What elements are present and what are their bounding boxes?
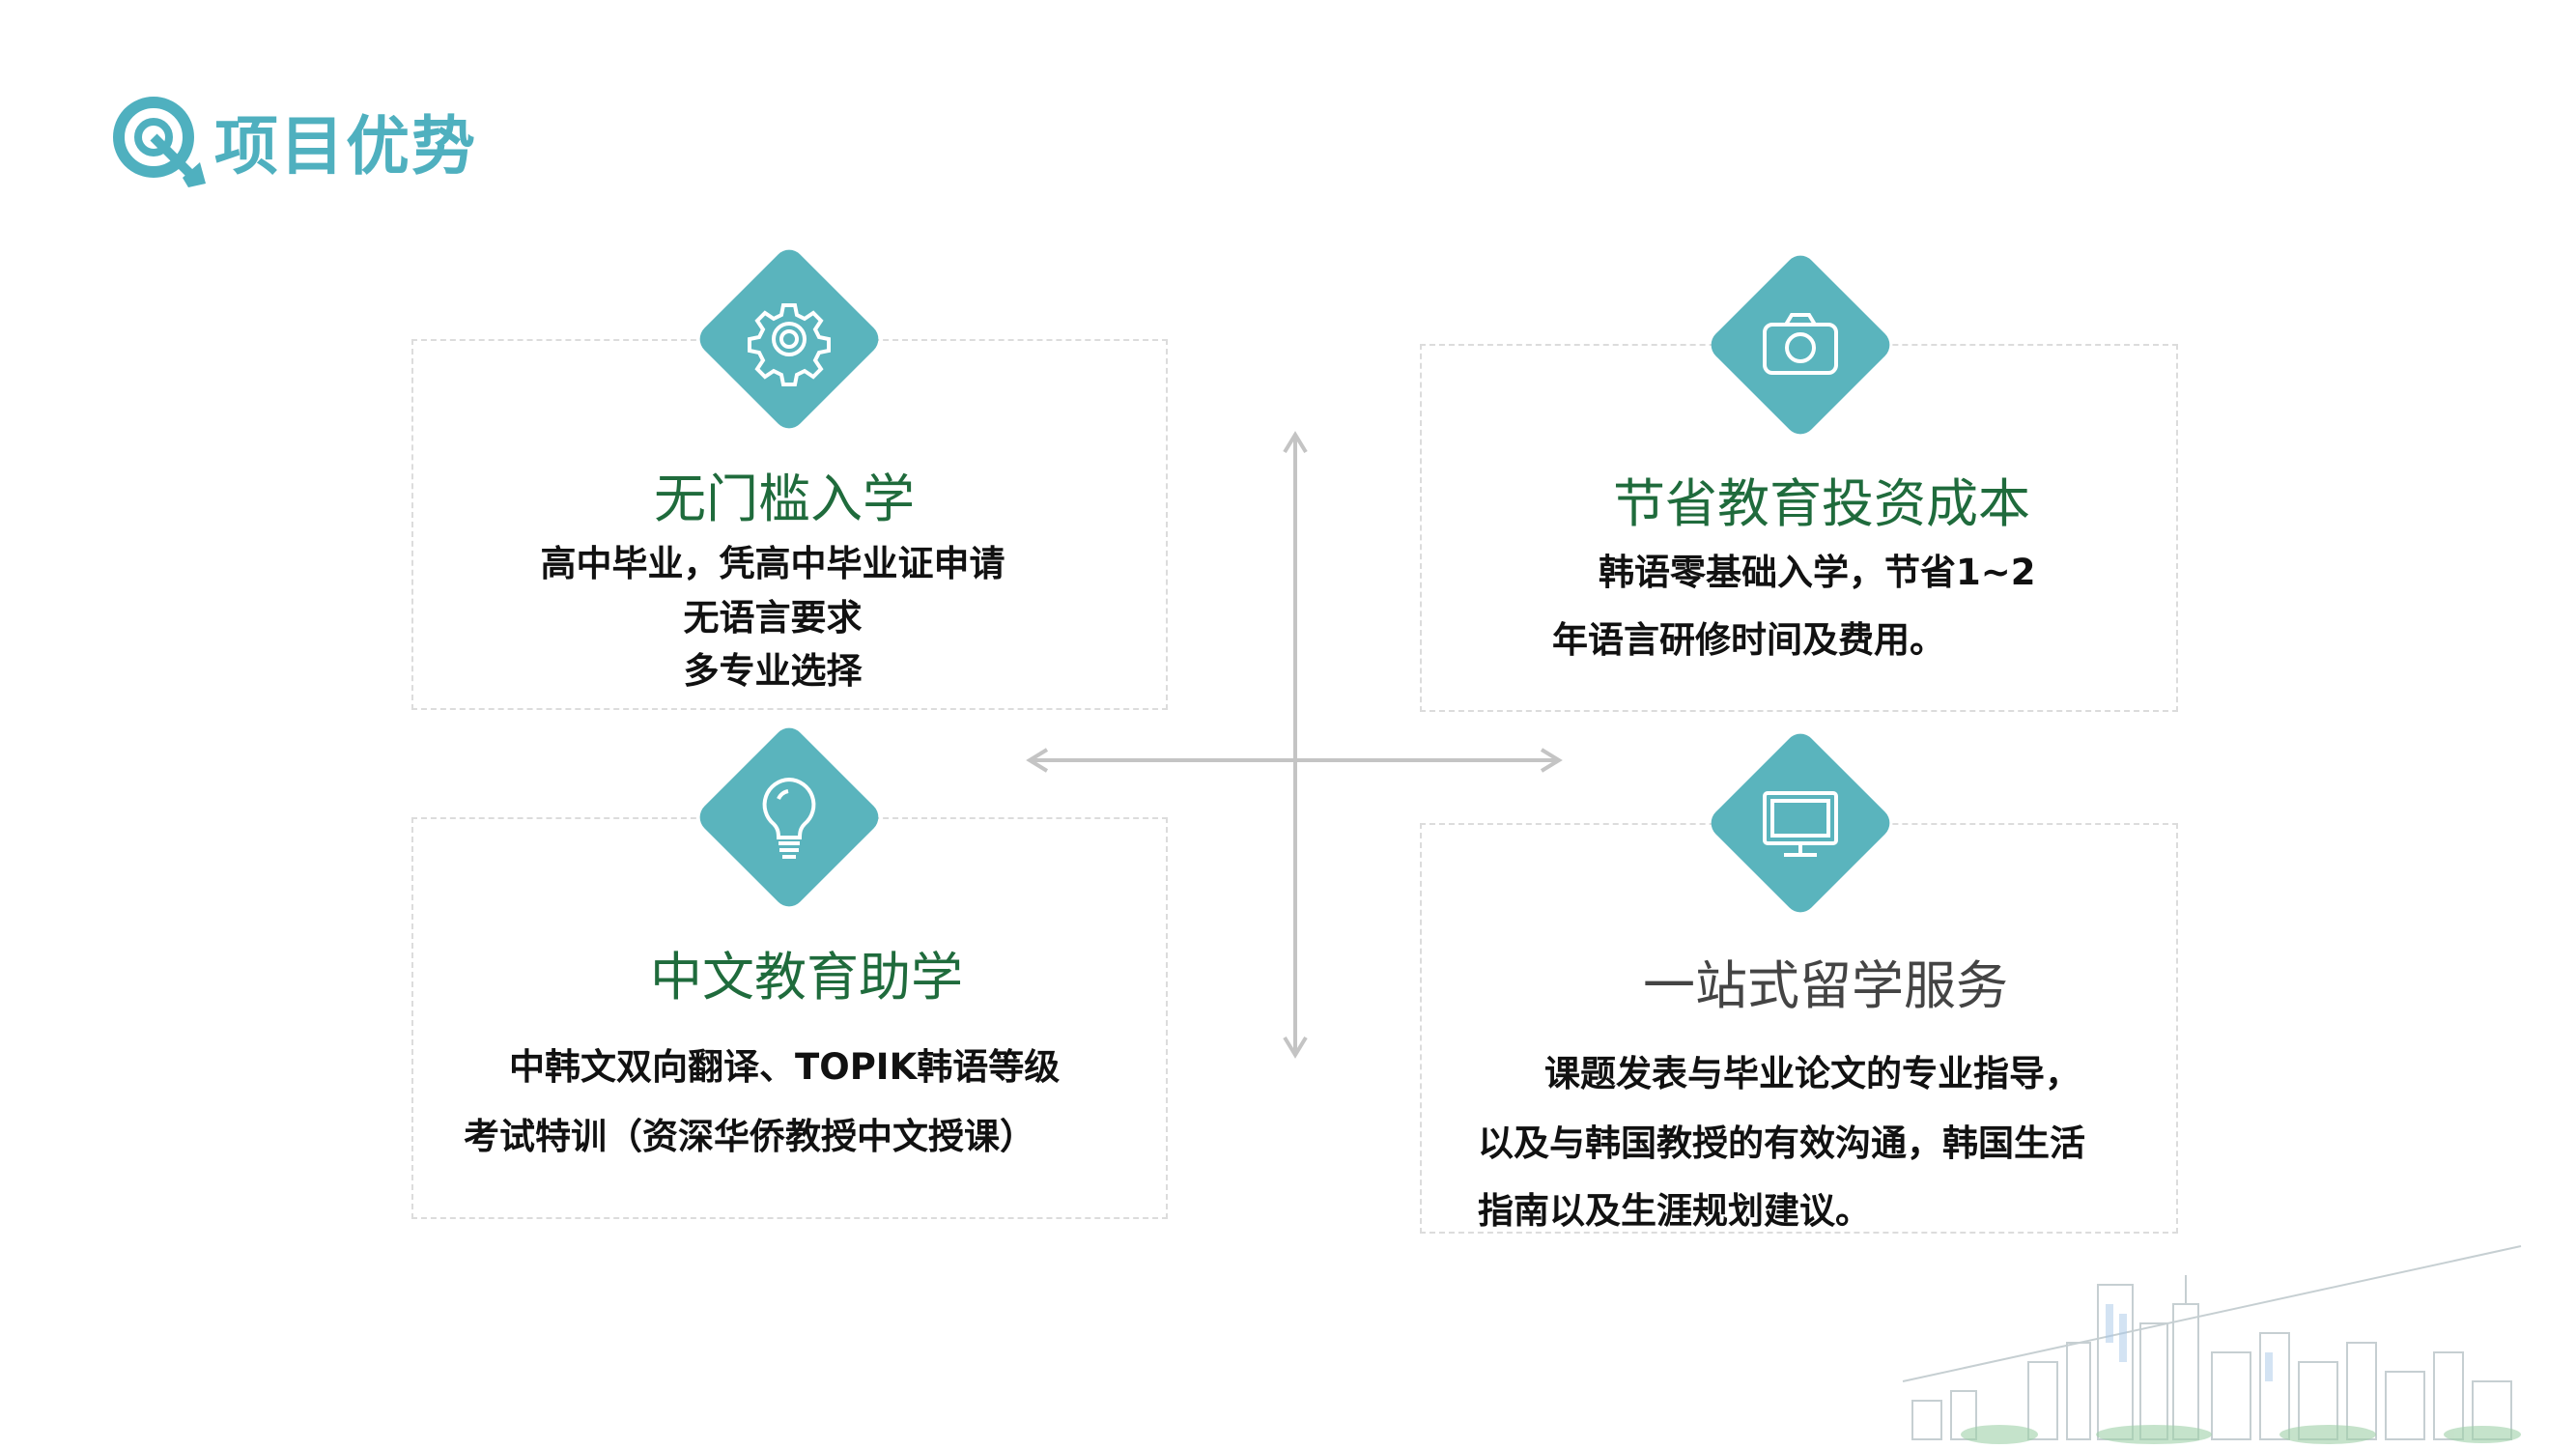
monitor-icon (1763, 791, 1838, 857)
card-text: 课题发表与毕业论文的专业指导， (1544, 1053, 2081, 1094)
card-title: 中文教育助学 (650, 947, 963, 1008)
card-title: 无门槛入学 (654, 469, 915, 529)
card-text: 中韩文双向翻译、TOPIK韩语等级 (509, 1046, 1061, 1088)
card-text: 年语言研修时间及费用。 (1552, 619, 1945, 661)
card-text: 指南以及生涯规划建议。 (1478, 1190, 1871, 1232)
card-title: 一站式留学服务 (1643, 955, 2008, 1016)
camera-icon (1763, 313, 1838, 375)
card-text: 多专业选择 (683, 650, 863, 692)
gear-icon (748, 303, 831, 386)
card-text: 无语言要求 (683, 597, 863, 639)
card-text: 以及与韩国教授的有效沟通，韩国生活 (1478, 1122, 2085, 1164)
target-arrow-icon (113, 97, 206, 187)
lightbulb-icon (762, 777, 816, 859)
card-text: 韩语零基础入学，节省1~2 (1599, 552, 2036, 593)
page-title: 项目优势 (214, 109, 477, 184)
card-text: 考试特训（资深华侨教授中文授课） (464, 1116, 1035, 1157)
card-text: 高中毕业，凭高中毕业证申请 (540, 543, 1005, 584)
card-title: 节省教育投资成本 (1613, 473, 2030, 534)
city-skyline-illustration (1902, 1245, 2522, 1444)
